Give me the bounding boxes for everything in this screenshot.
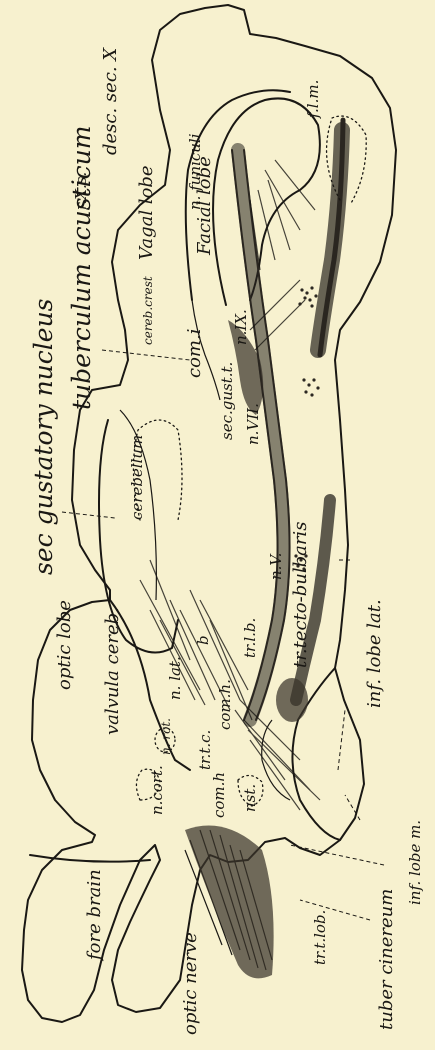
facial-lobe-outline — [213, 98, 320, 305]
label-n-cort: n.cort. — [148, 765, 166, 815]
n-ix-stipple — [298, 286, 317, 307]
label-valvula-cereb: valvula cereb. — [102, 607, 123, 735]
label-cerebellum: cerebellum — [128, 435, 146, 520]
label-tuber-cinereum: tuber cinereum — [376, 889, 397, 1030]
label-tuberculum-acusticum: tuberculum acusticum — [67, 126, 96, 410]
label-optic-lobe: optic lobe — [54, 600, 75, 690]
fore-brain-boundary — [30, 855, 150, 862]
label-facial-lobe: Facial lobe — [194, 156, 215, 256]
label-r-x-s: r.X.s. — [72, 172, 90, 210]
label-desc-sec-x: desc. sec. X — [100, 47, 121, 155]
label-n-v: n.V. — [267, 553, 285, 580]
label-sec-gust-t: sec.gust.t. — [218, 362, 236, 440]
label-n-ix: n.IX. — [232, 309, 250, 345]
label-com-i: com.i — [184, 329, 205, 378]
label-inf-lobe-lat: inf. lobe lat. — [364, 599, 385, 708]
label-cereb-crest: cereb.crest — [141, 276, 155, 345]
label-tr-t-lob: tr.t.lob. — [311, 910, 329, 965]
label-com-h-lower: com.h — [210, 772, 228, 818]
label-vagal-lobe: Vagal lobe — [136, 165, 157, 260]
inf-lobe-inner — [262, 720, 290, 800]
tecto-bulbar-knot — [276, 678, 308, 722]
label-b: b — [194, 635, 212, 645]
label-com-h-upper: com.h. — [216, 679, 234, 730]
n-vii-stipple — [302, 378, 319, 396]
label-n-vii: n.VII. — [244, 403, 262, 445]
label-tr-tecto-bulbaris: tr.tecto-bulbaris — [290, 522, 311, 668]
label-n-st: nst. — [241, 784, 259, 812]
label-inf-lobe-m: inf. lobe m. — [406, 820, 424, 905]
label-rot: n. rot. — [159, 718, 173, 755]
label-sec-gustatory-nucleus: sec gustatory nucleus — [29, 298, 58, 575]
label-tr-l-b: tr.l.b. — [241, 618, 259, 658]
label-optic-nerve: optic nerve — [180, 932, 201, 1035]
label-n-lat: n. lat. — [166, 656, 184, 700]
label-f-l-m: f.l.m. — [304, 80, 322, 119]
label-fore-brain: fore brain — [84, 869, 105, 962]
label-tr-t-c: tr.t.c. — [196, 730, 214, 770]
